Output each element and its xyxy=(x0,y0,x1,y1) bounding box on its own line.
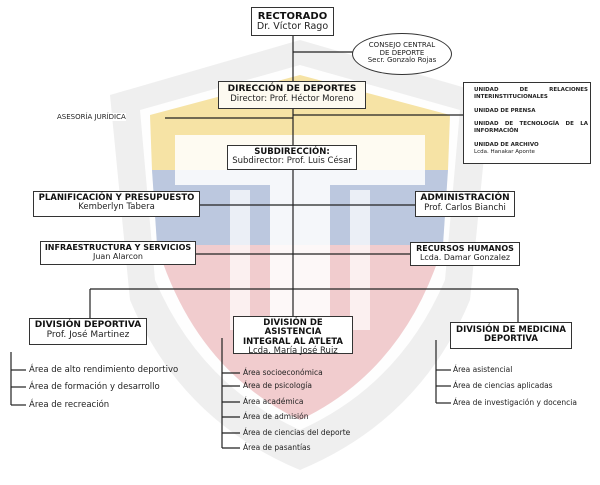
unit-archivo-head: Lcda. Hanakar Aponte xyxy=(474,148,535,155)
planificacion-title: PLANIFICACIÓN Y PRESUPUESTO xyxy=(38,193,195,203)
recursos-humanos-box[interactable]: RECURSOS HUMANOS Lcda. Damar Gonzalez xyxy=(410,242,520,266)
list-item[interactable]: Área asistencial xyxy=(453,365,513,374)
list-item[interactable]: Área de psicología xyxy=(243,381,312,390)
unit-archivo[interactable]: UNIDAD DE ARCHIVO Lcda. Hanakar Aponte xyxy=(474,142,588,156)
division-deportiva-box[interactable]: DIVISIÓN DEPORTIVA Prof. José Martinez xyxy=(29,318,147,345)
div-medicina-title-1: DIVISIÓN DE MEDICINA xyxy=(456,325,566,335)
list-item[interactable]: Área académica xyxy=(243,397,304,406)
unit-archivo-label: UNIDAD DE ARCHIVO xyxy=(474,142,539,148)
list-item[interactable]: Área de alto rendimiento deportivo xyxy=(29,365,179,375)
list-item[interactable]: Área de pasantías xyxy=(243,443,311,452)
direccion-deportes-box[interactable]: DIRECCIÓN DE DEPORTES Director: Prof. Hé… xyxy=(218,81,366,109)
administracion-title: ADMINISTRACIÓN xyxy=(420,193,510,203)
division-asistencia-box[interactable]: DIVISIÓN DE ASISTENCIA INTEGRAL AL ATLET… xyxy=(233,316,353,357)
subdireccion-name: Subdirector: Prof. Luis César xyxy=(232,156,352,167)
unit-prensa[interactable]: UNIDAD DE PRENSA xyxy=(474,108,536,114)
rectorado-name: Dr. Víctor Rago xyxy=(256,21,329,32)
infraestructura-box[interactable]: INFRAESTRUCTURA Y SERVICIOS Juan Alarcon xyxy=(40,241,196,265)
list-item[interactable]: Área socioeconómica xyxy=(243,368,323,377)
div-asistencia-title-2: INTEGRAL AL ATLETA xyxy=(243,336,343,347)
asesoria-juridica-label[interactable]: ASESORÍA JURÍDICA xyxy=(57,113,126,121)
consejo-line2: DE DEPORTE xyxy=(379,48,425,57)
subdireccion-title: SUBDIRECCIÓN: xyxy=(254,147,330,157)
direccion-title: DIRECCIÓN DE DEPORTES xyxy=(227,84,357,94)
list-item[interactable]: Área de ciencias aplicadas xyxy=(453,381,553,390)
infraestructura-title: INFRAESTRUCTURA Y SERVICIOS xyxy=(44,243,192,252)
infraestructura-name: Juan Alarcon xyxy=(92,251,144,261)
administracion-box[interactable]: ADMINISTRACIÓN Prof. Carlos Bianchi xyxy=(415,191,515,217)
list-item[interactable]: Área de formación y desarrollo xyxy=(29,382,160,392)
planificacion-name: Kemberlyn Tabera xyxy=(78,202,155,213)
div-deportiva-head: Prof. José Martinez xyxy=(46,329,130,340)
list-item[interactable]: Área de recreación xyxy=(29,400,110,410)
rrhh-name: Lcda. Damar Gonzalez xyxy=(419,252,511,262)
direccion-director: Director: Prof. Héctor Moreno xyxy=(230,93,354,104)
consejo-central-ellipse[interactable]: CONSEJO CENTRAL DE DEPORTE Secr. Gonzalo… xyxy=(352,33,452,75)
list-item[interactable]: Área de admisión xyxy=(243,412,309,421)
rectorado-title: RECTORADO xyxy=(257,11,328,22)
administracion-name: Prof. Carlos Bianchi xyxy=(424,202,506,213)
rectorado-box[interactable]: RECTORADO Dr. Víctor Rago xyxy=(251,7,334,36)
list-item[interactable]: Área de ciencias del deporte xyxy=(243,428,351,437)
planificacion-box[interactable]: PLANIFICACIÓN Y PRESUPUESTO Kemberlyn Ta… xyxy=(33,191,200,217)
div-medicina-title-2: DEPORTIVA xyxy=(483,334,539,345)
units-box: UNIDAD DE RELACIONES INTERINSTITUCIONALE… xyxy=(463,82,591,164)
subdireccion-box[interactable]: SUBDIRECCIÓN: Subdirector: Prof. Luis Cé… xyxy=(227,145,357,170)
consejo-line1: CONSEJO CENTRAL xyxy=(368,41,436,49)
rrhh-title: RECURSOS HUMANOS xyxy=(416,244,514,253)
unit-tecnologia[interactable]: UNIDAD DE TECNOLOGÍA DE LA INFORMACIÓN xyxy=(474,121,588,134)
div-deportiva-title: DIVISIÓN DEPORTIVA xyxy=(34,320,142,330)
div-asistencia-title-1: DIVISIÓN DE ASISTENCIA xyxy=(263,318,323,338)
division-medicina-box[interactable]: DIVISIÓN DE MEDICINA DEPORTIVA xyxy=(450,322,572,349)
consejo-secretary: Secr. Gonzalo Rojas xyxy=(367,56,437,65)
unit-relaciones[interactable]: UNIDAD DE RELACIONES INTERINSTITUCIONALE… xyxy=(474,87,588,100)
list-item[interactable]: Área de investigación y docencia xyxy=(453,398,577,407)
div-asistencia-head: Lcda. María José Ruiz xyxy=(248,346,338,357)
